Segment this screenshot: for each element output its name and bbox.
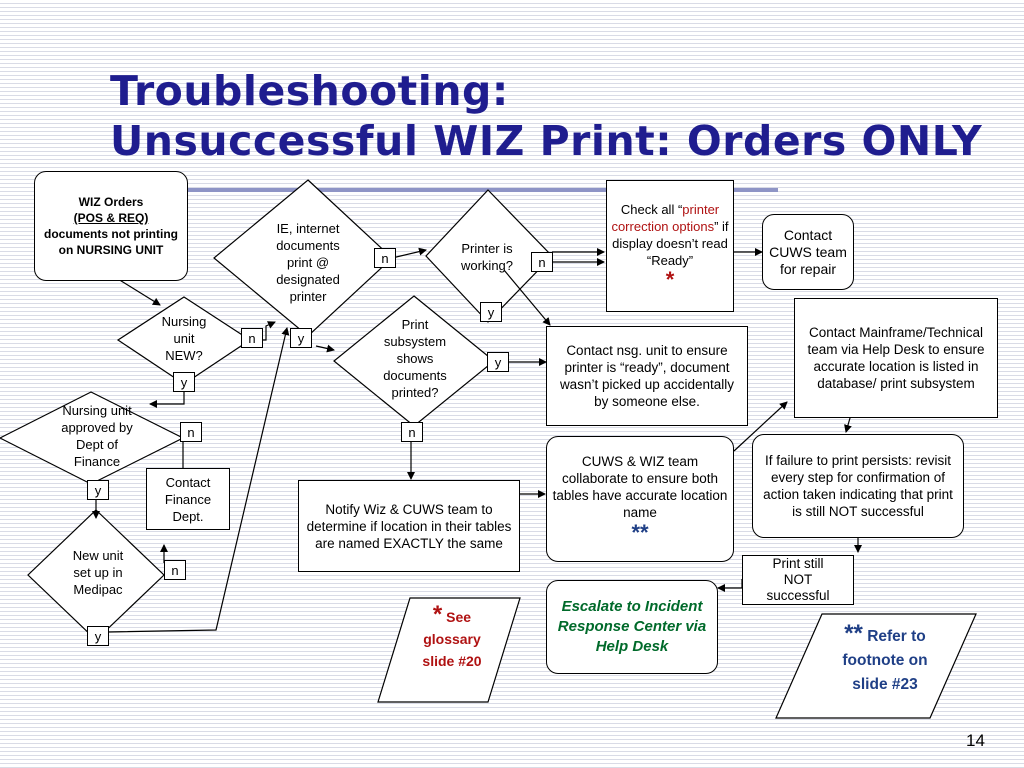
page-title: Troubleshooting: Unsuccessful WIZ Print:… [110, 66, 982, 166]
glossary-shape [377, 597, 521, 703]
start-line-2: (POS & REQ) [73, 211, 149, 225]
edge-start-nursing [117, 278, 161, 306]
cuws-wiz-collab-box: CUWS & WIZ team collaborate to ensure bo… [546, 436, 734, 562]
collab-text: CUWS & WIZ team collaborate to ensure bo… [552, 454, 728, 520]
nursing-new-text: Nursing unit NEW? [161, 313, 207, 363]
check-all-box: Check all “printer correction options” i… [606, 180, 734, 312]
edge-printstill-escalate [717, 579, 743, 592]
print-still-box: Print still NOT successful [742, 555, 854, 605]
footnote-text-2: footnote on slide #23 [842, 652, 928, 693]
label-printer-y: y [480, 302, 502, 322]
title-underline [78, 188, 778, 192]
contact-mainframe-box: Contact Mainframe/Technical team via Hel… [794, 298, 998, 418]
start-line-1: WIZ Orders [78, 195, 144, 209]
check-all-star: * [665, 267, 675, 292]
label-printer-n: n [531, 252, 553, 272]
glossary-text: See glossary slide #20 [422, 609, 482, 669]
label-ie-y: y [290, 328, 312, 348]
ie-docs-text: IE, internet documents print @ designate… [276, 220, 340, 304]
check-all-pre: Check all “ [620, 202, 683, 217]
footnote-text-1: Refer to [867, 628, 926, 645]
print-subsystem-text: Print subsystem shows documents printed? [383, 316, 447, 400]
label-subsystem-y: y [487, 352, 509, 372]
check-all-red: printer correction options [611, 202, 720, 234]
refer-footnote-note: ** Refer to footnote on slide #23 [810, 622, 960, 714]
collab-stars: ** [631, 520, 649, 545]
edge-collab-mainframe [733, 401, 788, 452]
footnote-shape [775, 613, 977, 719]
contact-finance-box: Contact Finance Dept. [146, 468, 230, 530]
start-line-3: documents not printing on NURSING UNIT [44, 227, 178, 257]
edge-printer-nsg [503, 269, 551, 326]
edge-ie-printer [391, 247, 427, 259]
check-all-post: ” if display doesn’t read “Ready” [612, 219, 729, 268]
glossary-star: * [432, 601, 443, 628]
new-unit-text: New unit set up in Medipac [72, 547, 124, 597]
start-box: WIZ Orders (POS & REQ) documents not pri… [34, 171, 188, 281]
label-subsystem-n: n [401, 422, 423, 442]
label-approved-n: n [180, 422, 202, 442]
title-line-1: Troubleshooting: [110, 67, 509, 115]
label-approved-y: y [87, 480, 109, 500]
label-new-unit-n: n [164, 560, 186, 580]
edge-newunit-ie [107, 327, 290, 633]
edge-ie-subsystem [315, 344, 335, 353]
diamond-printer-working [425, 189, 553, 323]
label-ie-n: n [374, 248, 396, 268]
footnote-stars: ** [844, 620, 863, 647]
contact-nsg-box: Contact nsg. unit to ensure printer is “… [546, 326, 748, 426]
approved-text: Nursing unit approved by Dept of Finance [61, 403, 133, 469]
title-line-2: Unsuccessful WIZ Print: Orders ONLY [110, 117, 983, 165]
failure-persists-box: If failure to print persists: revisit ev… [752, 434, 964, 538]
page-number: 14 [966, 731, 985, 750]
escalate-box: Escalate to Incident Response Center via… [546, 580, 718, 674]
label-nursing-new-n: n [241, 328, 263, 348]
notify-wiz-box: Notify Wiz & CUWS team to determine if l… [298, 480, 520, 572]
contact-cuws-repair-box: Contact CUWS team for repair [762, 214, 854, 290]
label-new-unit-y: y [87, 626, 109, 646]
check-all-text: Check all “printer correction options” i… [611, 201, 729, 269]
label-nursing-new-y: y [173, 372, 195, 392]
see-glossary-note: * See glossary slide #20 [412, 601, 492, 696]
printer-working-text: Printer is working? [460, 241, 514, 273]
